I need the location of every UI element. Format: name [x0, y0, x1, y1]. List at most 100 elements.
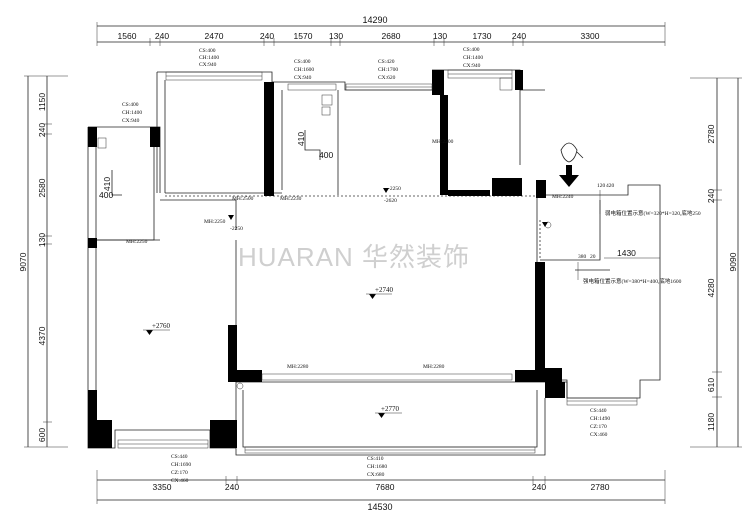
top-dimensions: 14290 1560 240 2470 240 1570 130 2680 13… — [96, 15, 666, 46]
dim-400-kitchen: 400 — [319, 150, 333, 160]
top-overall-dim: 14290 — [362, 15, 387, 25]
top-seg-9: 1730 — [473, 31, 492, 41]
bottom-overall-dim: 14530 — [367, 502, 392, 512]
right-dimensions: 2780 240 4280 610 1180 9090 — [690, 77, 742, 448]
top-seg-5: 1570 — [294, 31, 313, 41]
top-seg-11: 3300 — [581, 31, 600, 41]
elevation-living: +2740 — [366, 286, 393, 299]
dim-120: 120 — [597, 183, 606, 189]
svg-text:CZ:170: CZ:170 — [590, 424, 607, 430]
bottom-seg-5: 2780 — [591, 482, 610, 492]
elevation-balcony: +2770 — [375, 405, 402, 418]
right-seg-3: 4280 — [706, 278, 716, 297]
windows — [117, 69, 638, 454]
fixtures — [97, 77, 552, 390]
svg-text:CX:680: CX:680 — [367, 472, 385, 478]
svg-text:CX:460: CX:460 — [590, 432, 608, 438]
window-note-w2: CS:400 CH:1400 CX:940 — [122, 102, 142, 124]
dim-1430: 1430 — [617, 248, 636, 258]
electrical-note-strong: 强电箱位置示意(W=380*H=400,底地1600 — [583, 277, 682, 285]
left-seg-3: 2580 — [37, 178, 47, 197]
mh-label-d: MH:2250 — [204, 219, 226, 225]
svg-text:CS:410: CS:410 — [367, 456, 384, 462]
dim-380: 380 — [578, 254, 587, 260]
svg-text:CS:400: CS:400 — [122, 102, 139, 108]
dashed-openings — [165, 195, 541, 260]
svg-text:CZ:170: CZ:170 — [171, 470, 188, 476]
svg-text:+2770: +2770 — [381, 405, 399, 413]
dim-20: 20 — [590, 254, 596, 260]
svg-text:CH:1400: CH:1400 — [463, 55, 483, 61]
electrical-note-weak: 弱电箱位置示意(W=320*H=320,底地250 — [605, 209, 701, 217]
window-note-w1: CS:400 CH:1400 CX:940 — [199, 48, 219, 68]
room-mark-3: -2250 — [230, 226, 243, 232]
window-note-w6: CS:440 CH:1490 CZ:170 CX:460 — [590, 408, 610, 438]
mh-label-c: MH:2230 — [280, 196, 302, 202]
mh-label-f: MH:2240 — [552, 194, 574, 200]
svg-text:CH:1600: CH:1600 — [294, 67, 314, 73]
left-seg-1: 1150 — [37, 93, 47, 112]
level-marks — [228, 188, 548, 227]
watermark: HUARAN 华然装饰 — [238, 242, 470, 272]
svg-text:CX:620: CX:620 — [378, 75, 396, 81]
top-seg-1: 1560 — [118, 31, 137, 41]
left-seg-6: 600 — [37, 428, 47, 442]
dim-410-left: 410 — [102, 177, 112, 191]
top-seg-2: 240 — [155, 31, 169, 41]
solid-walls — [88, 70, 565, 448]
mh-label-e: MH:2250 — [126, 239, 148, 245]
bottom-seg-1: 3350 — [153, 482, 172, 492]
right-seg-2: 240 — [706, 189, 716, 203]
window-note-w3: CS:400 CH:1600 CX:940 — [294, 59, 314, 81]
elevation-bedroom: +2760 — [143, 322, 170, 335]
bottom-dimensions: 3350 240 7680 240 2780 14530 — [96, 470, 666, 512]
room-mark-1: -2250 — [388, 186, 401, 192]
svg-text:CS:440: CS:440 — [590, 408, 607, 414]
top-seg-8: 130 — [433, 31, 447, 41]
bottom-seg-3: 7680 — [376, 482, 395, 492]
top-seg-3: 2470 — [205, 31, 224, 41]
dim-410-kitchen: 410 — [296, 132, 306, 146]
top-seg-10: 240 — [512, 31, 526, 41]
window-note-w5: CS:400 CH:1400 CX:940 — [463, 47, 483, 69]
svg-text:CS:440: CS:440 — [171, 454, 188, 460]
top-seg-4: 240 — [260, 31, 274, 41]
left-overall-dim: 9070 — [18, 252, 28, 271]
dim-400-left: 400 — [99, 190, 113, 200]
right-seg-1: 2780 — [706, 124, 716, 143]
svg-text:CH:1700: CH:1700 — [378, 67, 398, 73]
svg-text:CX:940: CX:940 — [122, 118, 140, 124]
left-seg-5: 4370 — [37, 326, 47, 345]
bottom-seg-4: 240 — [532, 482, 546, 492]
svg-text:CH:1490: CH:1490 — [590, 416, 610, 422]
left-dimensions: 9070 1150 240 2580 130 4370 600 — [18, 75, 68, 448]
svg-text:CX:460: CX:460 — [171, 478, 189, 484]
top-seg-6: 130 — [329, 31, 343, 41]
mh-label-b: MH:2500 — [232, 196, 254, 202]
right-overall-dim: 9090 — [728, 252, 738, 271]
mh-label-a: MH:2200 — [432, 139, 454, 145]
top-seg-7: 2680 — [382, 31, 401, 41]
svg-text:CX:940: CX:940 — [199, 62, 217, 68]
svg-text:CS:420: CS:420 — [378, 59, 395, 65]
room-mark-2: -2620 — [384, 198, 397, 204]
bottom-seg-2: 240 — [225, 482, 239, 492]
left-seg-2: 240 — [37, 123, 47, 137]
svg-text:CH:1400: CH:1400 — [199, 55, 219, 61]
svg-text:+2760: +2760 — [152, 322, 170, 330]
svg-text:CH:1400: CH:1400 — [122, 110, 142, 116]
dim-420: 420 — [606, 183, 615, 189]
svg-text:CH:1690: CH:1690 — [171, 462, 191, 468]
svg-text:CH:1680: CH:1680 — [367, 464, 387, 470]
mh-label-h: MH:2280 — [423, 364, 445, 370]
svg-text:CX:940: CX:940 — [463, 63, 481, 69]
left-seg-4: 130 — [37, 233, 47, 247]
svg-text:CS:400: CS:400 — [463, 47, 480, 53]
right-seg-5: 1180 — [706, 413, 716, 432]
svg-text:CX:940: CX:940 — [294, 75, 312, 81]
mh-label-g: MH:2280 — [287, 364, 309, 370]
svg-text:CS:400: CS:400 — [294, 59, 311, 65]
window-note-w7: CS:440 CH:1690 CZ:170 CX:460 — [171, 454, 191, 484]
entry-arrow — [559, 142, 584, 187]
